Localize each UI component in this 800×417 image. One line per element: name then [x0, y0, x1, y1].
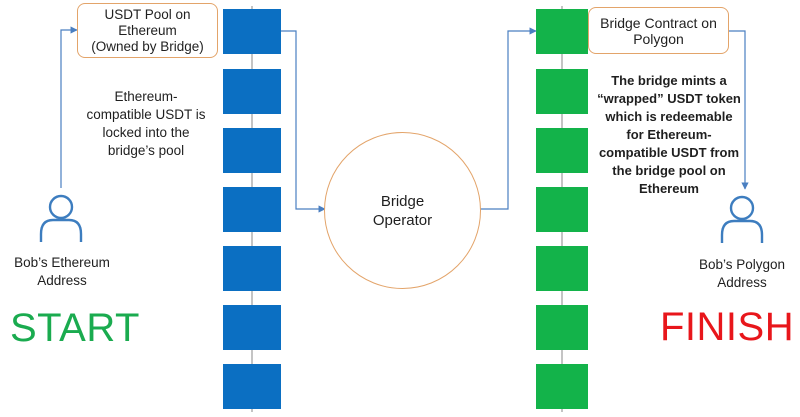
- ethereum-blockchain: [223, 6, 281, 412]
- polygon-block: [536, 128, 588, 173]
- connector-eth-pool-to-operator: [281, 30, 326, 213]
- bob-polygon-user-icon: [720, 195, 764, 243]
- bridge-operator-node: Bridge Operator: [324, 132, 481, 289]
- polygon-block: [536, 246, 588, 291]
- eth-lock-note: Ethereum- compatible USDT is locked into…: [86, 89, 206, 158]
- polygon-mint-note: The bridge mints a “wrapped” USDT token …: [597, 73, 741, 196]
- ethereum-block: [223, 305, 281, 350]
- ethereum-block: [223, 69, 281, 114]
- polygon-block: [536, 187, 588, 232]
- bob-ethereum-address-label: Bob’s Ethereum Address: [14, 255, 110, 288]
- polygon-block: [536, 9, 588, 54]
- polygon-block: [536, 305, 588, 350]
- ethereum-block: [223, 364, 281, 409]
- finish-label: FINISH: [660, 305, 795, 349]
- polygon-block: [536, 69, 588, 114]
- start-label: START: [10, 306, 140, 350]
- bob-polygon-address-label: Bob’s Polygon Address: [698, 257, 786, 290]
- ethereum-block: [223, 187, 281, 232]
- ethereum-block: [223, 246, 281, 291]
- ethereum-block: [223, 128, 281, 173]
- polygon-blockchain: [536, 6, 588, 412]
- ethereum-block: [223, 9, 281, 54]
- polygon-block: [536, 364, 588, 409]
- connectors: [60, 26, 749, 213]
- connector-operator-to-polygon: [480, 27, 537, 210]
- bob-ethereum-user-icon: [39, 194, 83, 242]
- connector-bob-to-eth-pool: [60, 26, 78, 188]
- eth-usdt-pool-box: USDT Pool on Ethereum (Owned by Bridge): [77, 3, 218, 58]
- polygon-bridge-contract-box: Bridge Contract on Polygon: [588, 7, 729, 54]
